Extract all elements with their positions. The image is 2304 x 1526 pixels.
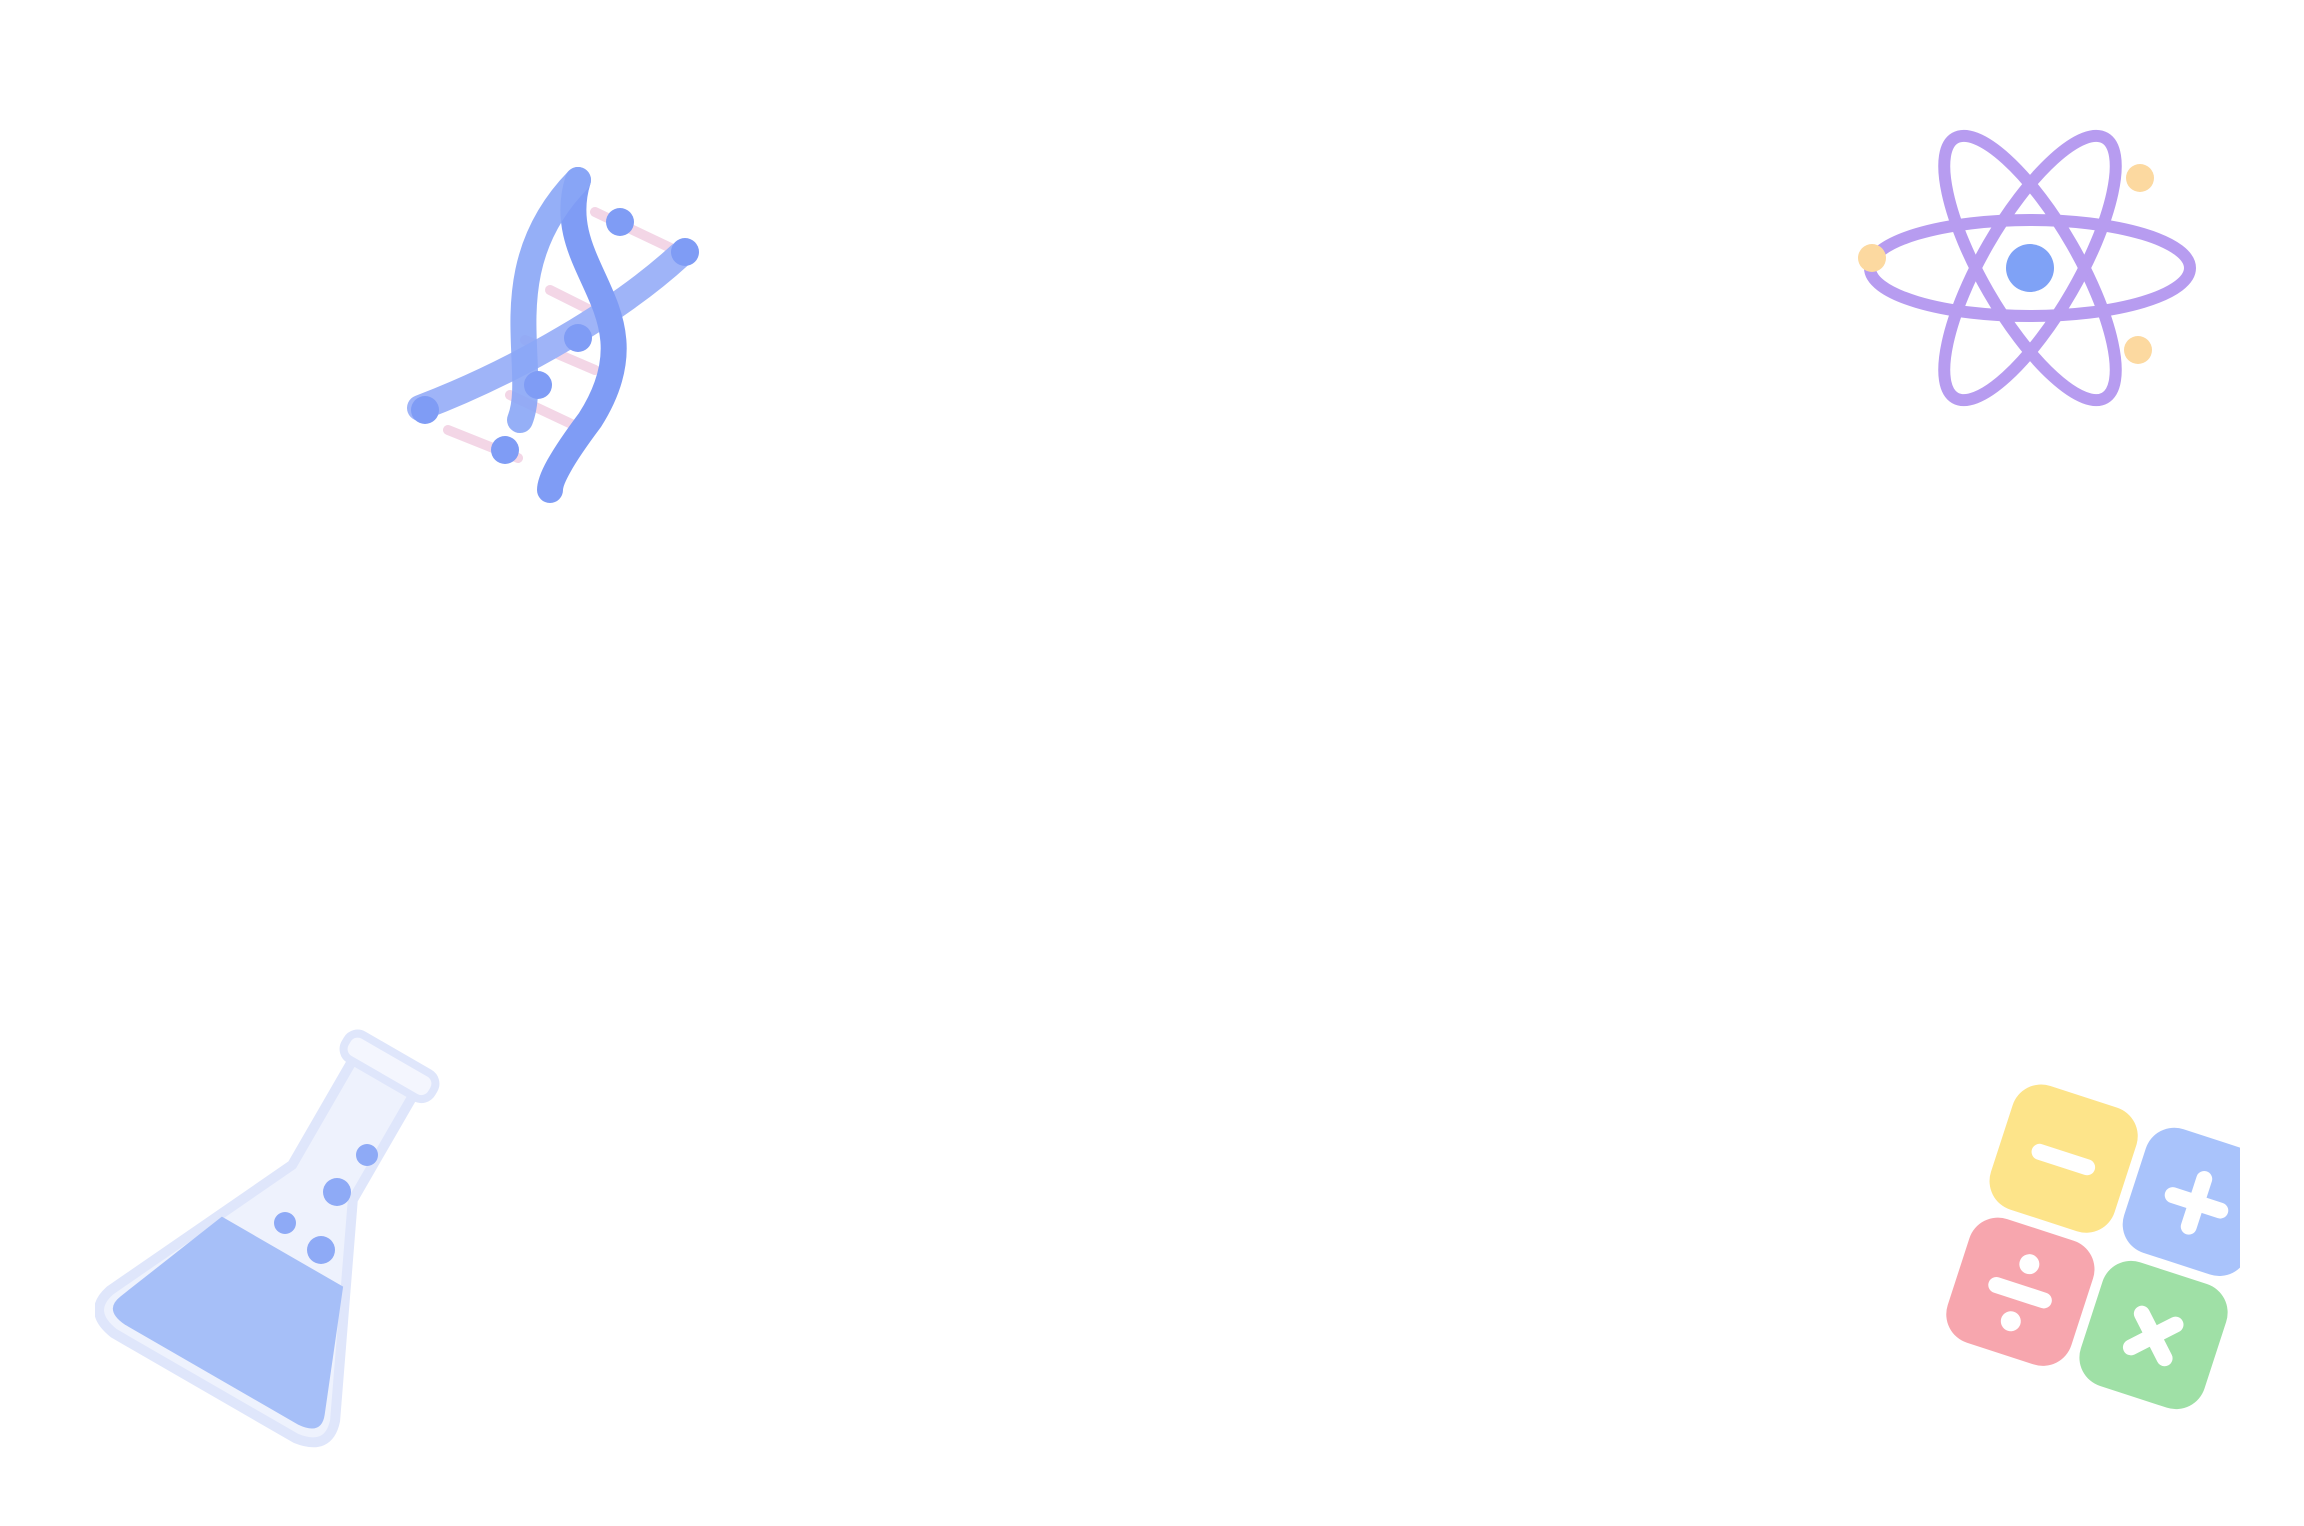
atom-orbit-tilt-left [1938,129,2122,407]
atom-nucleus [2006,244,2054,292]
flask-rim [339,1029,440,1104]
dna-strand-front [537,167,627,503]
dna-nodes [411,208,699,464]
multiply-tile [2079,1260,2228,1410]
atom-electrons [1858,164,2154,364]
minus-tile [1989,1084,2138,1233]
math-operators-icon [1895,1080,2240,1455]
dna-strand-lower [507,167,591,433]
flask-icon [95,1005,495,1455]
divide-tile [1946,1217,2095,1366]
flask-bubbles [274,1144,378,1264]
dna-icon [400,160,720,510]
atom-icon [1840,110,2220,430]
plus-tile [2122,1127,2240,1276]
flask-liquid [112,1216,344,1429]
atom-orbit-tilt-right [1938,129,2122,407]
